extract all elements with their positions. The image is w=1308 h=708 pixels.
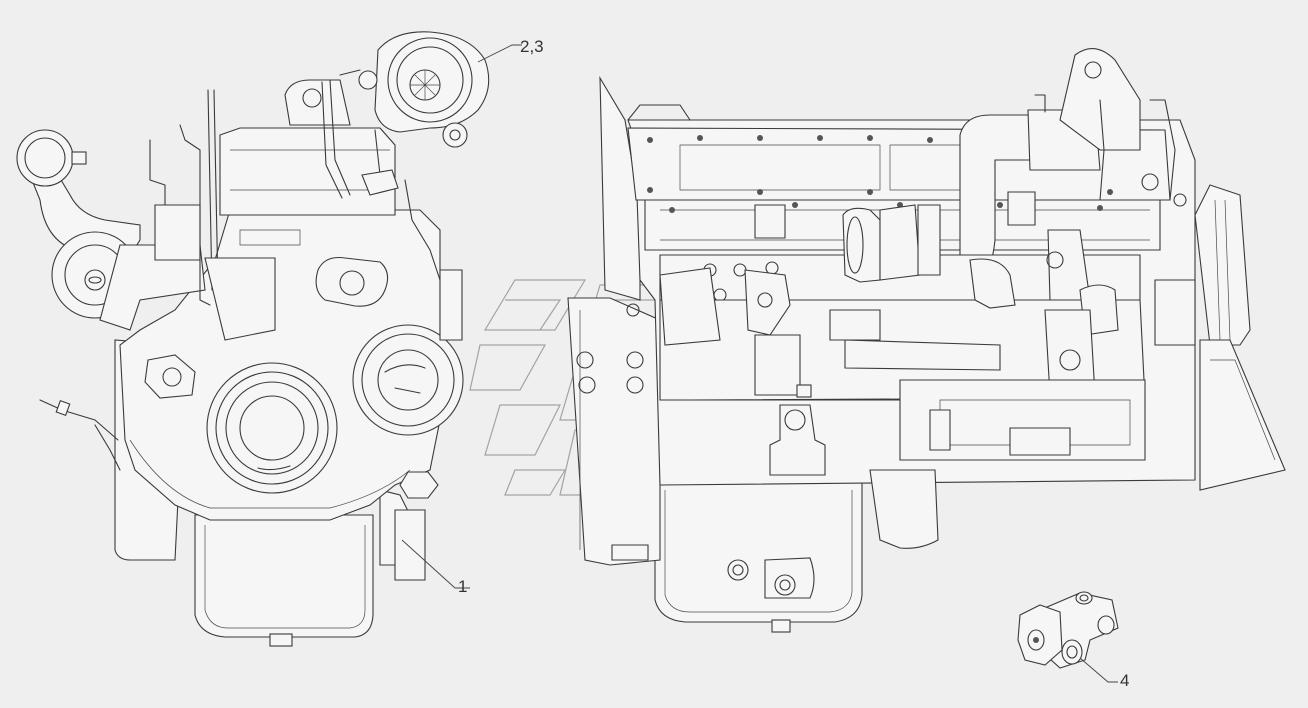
oil-pan [194, 514, 374, 638]
callout-1: 1 [401, 539, 470, 596]
drain-plug [269, 633, 293, 647]
turbocharger [16, 129, 206, 331]
callout-label-2-3: 2,3 [520, 37, 544, 56]
callout-4: 4 [1079, 657, 1129, 690]
part-4-fitting [1017, 591, 1119, 669]
engine-side-view [567, 48, 1286, 633]
side-oil-pan [654, 479, 863, 623]
callout-2-3: 2,3 [477, 37, 544, 63]
water-pump-pulley [352, 324, 464, 436]
engine-front-view [16, 79, 464, 647]
part-2-3-belt-tensioner [321, 31, 490, 199]
callout-label-4: 4 [1120, 671, 1129, 690]
callout-label-1: 1 [458, 577, 467, 596]
